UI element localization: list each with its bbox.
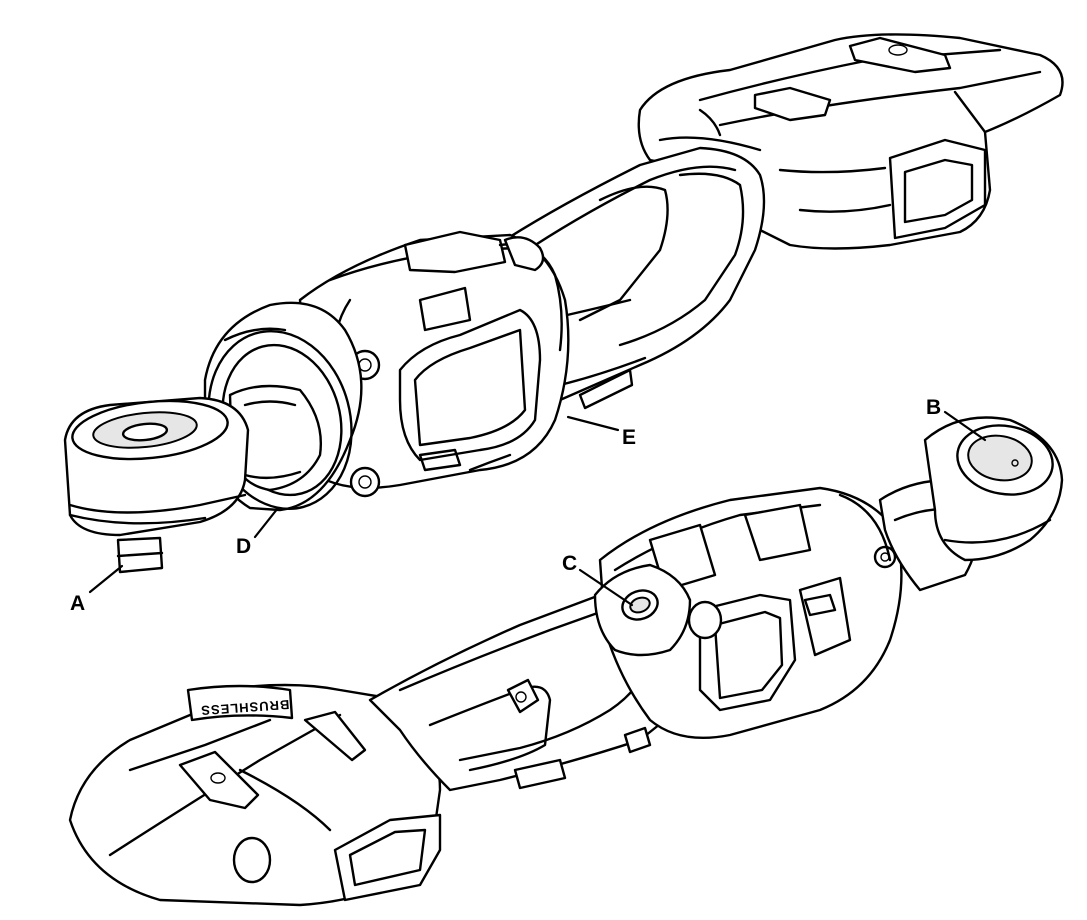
callout-leaders xyxy=(88,410,987,607)
lower-ratchet-tool: BRUSHLESS xyxy=(68,416,1064,907)
callout-c: C xyxy=(562,552,577,575)
lower-motor-housing xyxy=(598,486,903,740)
callout-labels: A B C D E xyxy=(70,396,941,615)
callout-e: E xyxy=(622,426,636,449)
lower-ratchet-head xyxy=(923,416,1064,562)
upper-neck xyxy=(228,384,322,492)
leader-b xyxy=(943,410,987,442)
upper-ratchet-head xyxy=(63,396,250,574)
lower-direction-switch xyxy=(593,563,692,657)
upper-ratchet-tool xyxy=(63,33,1064,574)
leader-a xyxy=(88,564,124,594)
lower-handle xyxy=(368,591,673,792)
callout-d: D xyxy=(236,535,251,558)
leader-d xyxy=(253,506,280,539)
lower-battery-pack: BRUSHLESS xyxy=(68,683,442,907)
leader-c xyxy=(578,568,634,607)
leader-e xyxy=(566,415,620,432)
callout-a: A xyxy=(70,592,85,615)
brushless-brand-text: BRUSHLESS xyxy=(200,697,290,718)
callout-b: B xyxy=(926,396,941,419)
upper-motor-housing xyxy=(298,230,570,498)
